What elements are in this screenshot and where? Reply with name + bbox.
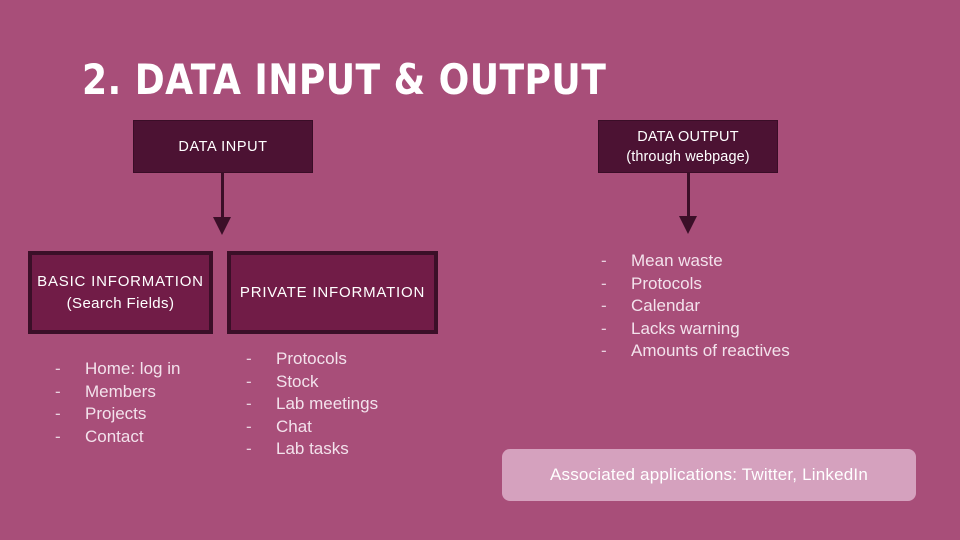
bullet-dash-icon: - bbox=[601, 296, 607, 315]
list-item: - Calendar bbox=[601, 295, 791, 318]
associated-applications-banner: Associated applications: Twitter, Linked… bbox=[502, 449, 916, 501]
basic-information-title: BASIC INFORMATION bbox=[37, 272, 204, 290]
bullet-dash-icon: - bbox=[55, 404, 61, 423]
bullet-dash-icon: - bbox=[246, 371, 252, 391]
bullet-dash-icon: - bbox=[246, 416, 252, 436]
bullet-dash-icon: - bbox=[246, 439, 252, 458]
list-item: - Lab tasks bbox=[246, 438, 446, 461]
list-item-label: Protocols bbox=[631, 273, 702, 293]
list-item-label: Members bbox=[85, 381, 156, 401]
data-output-header-box: DATA OUTPUT (through webpage) bbox=[598, 120, 778, 173]
list-item-label: Lab meetings bbox=[276, 394, 379, 413]
basic-information-subtitle: (Search Fields) bbox=[66, 294, 175, 312]
down-arrow-icon-output bbox=[678, 172, 698, 234]
private-information-title: PRIVATE INFORMATION bbox=[239, 283, 426, 301]
page-title: 2. DATA INPUT & OUTPUT bbox=[82, 55, 607, 104]
private-information-box: PRIVATE INFORMATION bbox=[227, 251, 438, 334]
arrow-head bbox=[679, 216, 697, 234]
list-item-label: Mean waste bbox=[631, 251, 723, 270]
arrow-head bbox=[213, 217, 231, 235]
data-input-header-box: DATA INPUT bbox=[133, 120, 313, 173]
bullet-dash-icon: - bbox=[55, 426, 61, 446]
list-item: - Amounts of reactives bbox=[601, 340, 791, 363]
bullet-dash-icon: - bbox=[246, 349, 252, 368]
private-information-list: - Protocols - Stock - Lab meetings - Cha… bbox=[246, 348, 446, 461]
bullet-dash-icon: - bbox=[601, 273, 607, 293]
data-output-list: - Mean waste - Protocols - Calendar - La… bbox=[601, 250, 791, 363]
list-item-label: Chat bbox=[276, 416, 312, 436]
list-item: - Protocols bbox=[246, 348, 446, 371]
list-item-label: Amounts of reactives bbox=[631, 341, 790, 360]
down-arrow-icon-input bbox=[212, 172, 232, 235]
list-item-label: Lacks warning bbox=[631, 318, 740, 338]
associated-applications-label: Associated applications: Twitter, Linked… bbox=[549, 465, 869, 484]
basic-information-list: - Home: log in - Members - Projects - Co… bbox=[55, 358, 255, 448]
list-item: - Home: log in bbox=[55, 358, 255, 381]
basic-information-box: BASIC INFORMATION (Search Fields) bbox=[28, 251, 213, 334]
list-item-label: Projects bbox=[85, 404, 147, 423]
bullet-dash-icon: - bbox=[246, 394, 252, 413]
list-item-label: Home: log in bbox=[85, 359, 181, 378]
list-item: - Contact bbox=[55, 426, 255, 449]
list-item: - Protocols bbox=[601, 273, 791, 296]
list-item-label: Lab tasks bbox=[276, 439, 349, 458]
bullet-dash-icon: - bbox=[55, 381, 61, 401]
list-item: - Mean waste bbox=[601, 250, 791, 273]
data-output-header-label: DATA OUTPUT bbox=[637, 128, 739, 145]
list-item-label: Contact bbox=[85, 426, 144, 446]
data-output-header-sublabel: (through webpage) bbox=[626, 148, 750, 165]
list-item: - Projects bbox=[55, 403, 255, 426]
list-item: - Stock bbox=[246, 371, 446, 394]
arrow-shaft bbox=[220, 172, 224, 218]
list-item-label: Stock bbox=[276, 371, 319, 391]
data-input-header-label: DATA INPUT bbox=[178, 138, 268, 155]
list-item: - Chat bbox=[246, 416, 446, 439]
arrow-shaft bbox=[686, 172, 690, 217]
list-item: - Members bbox=[55, 381, 255, 404]
list-item-label: Protocols bbox=[276, 349, 347, 368]
list-item-label: Calendar bbox=[631, 296, 700, 315]
bullet-dash-icon: - bbox=[601, 341, 607, 360]
list-item: - Lacks warning bbox=[601, 318, 791, 341]
list-item: - Lab meetings bbox=[246, 393, 446, 416]
bullet-dash-icon: - bbox=[55, 359, 61, 378]
bullet-dash-icon: - bbox=[601, 251, 607, 270]
bullet-dash-icon: - bbox=[601, 318, 607, 338]
